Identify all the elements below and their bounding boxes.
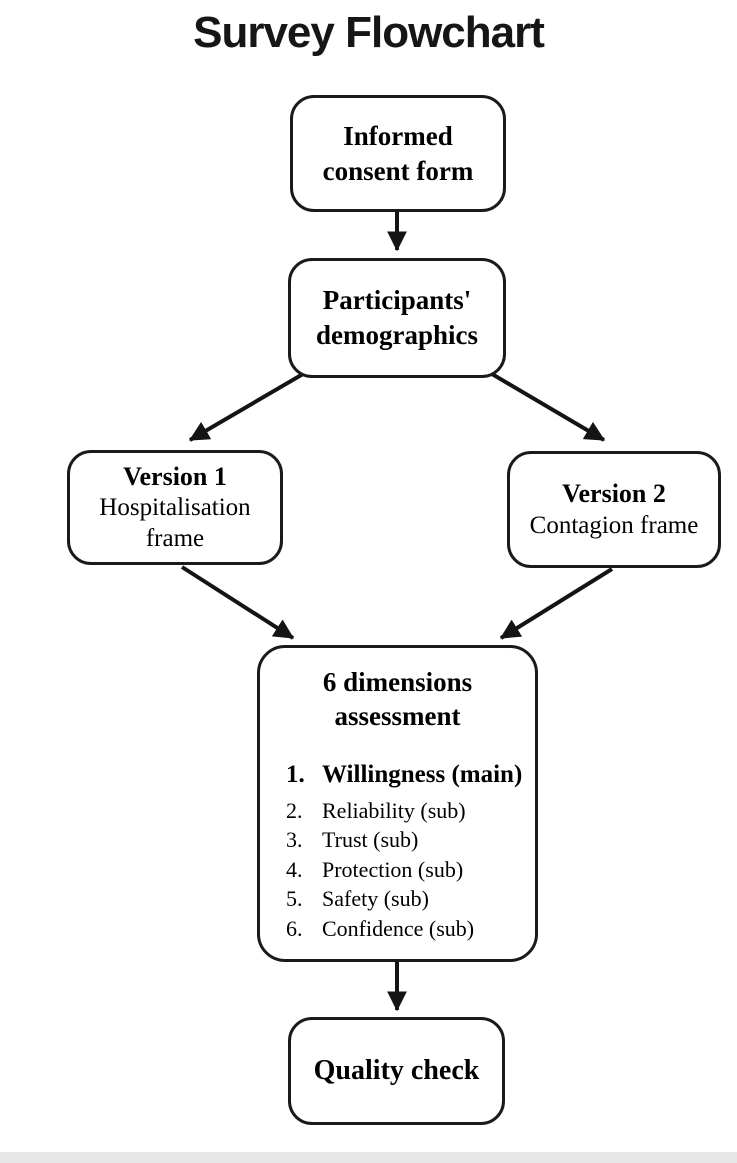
node-quality-check-label: Quality check — [313, 1055, 480, 1086]
list-item-protection: 4. Protection (sub) — [286, 855, 535, 884]
list-item-label: Protection (sub) — [322, 856, 464, 882]
node-version2-contagion: Version 2 Contagion frame — [507, 451, 721, 568]
arrow-version1-to-assessment — [180, 565, 295, 640]
node-participants-demographics: Participants' demographics — [288, 258, 506, 378]
node-participants-demographics-label: Participants' demographics — [316, 285, 478, 350]
list-item-number: 6. — [286, 915, 303, 941]
list-item-number: 1. — [286, 760, 305, 788]
list-item-safety: 5. Safety (sub) — [286, 884, 535, 913]
list-item-trust: 3. Trust (sub) — [286, 825, 535, 854]
arrow-demographics-to-version2 — [490, 372, 606, 442]
node-quality-check: Quality check — [288, 1017, 505, 1125]
arrow-demographics-to-version1 — [188, 372, 305, 442]
node-informed-consent: Informed consent form — [290, 95, 506, 212]
diagram-title: Survey Flowchart — [193, 8, 545, 57]
node-version2-subtitle: Contagion frame — [529, 511, 699, 539]
list-item-reliability: 2. Reliability (sub) — [286, 796, 535, 825]
assessment-dimension-list: 1. Willingness (main) 2. Reliability (su… — [260, 758, 535, 944]
list-item-label: Confidence (sub) — [322, 915, 475, 941]
list-item-number: 5. — [286, 886, 303, 912]
list-item-label: Safety (sub) — [322, 886, 429, 912]
node-six-dimensions-assessment: 6 dimensions assessment 1. Willingness (… — [257, 645, 538, 962]
list-item-label: Willingness (main) — [322, 760, 523, 788]
list-item-number: 3. — [286, 827, 303, 853]
list-item-label: Trust (sub) — [322, 827, 419, 853]
list-item-number: 2. — [286, 798, 303, 823]
list-item-confidence: 6. Confidence (sub) — [286, 914, 535, 943]
node-version2-title: Version 2 — [562, 479, 666, 508]
list-item-label: Reliability (sub) — [322, 798, 466, 823]
node-version1-title: Version 1 — [123, 461, 227, 491]
node-informed-consent-label: Informed consent form — [322, 120, 474, 186]
node-version1-subtitle: Hospitalisation frame — [99, 494, 251, 552]
arrow-version2-to-assessment — [499, 567, 614, 640]
node-version1-hospitalisation: Version 1 Hospitalisation frame — [67, 450, 283, 565]
page-edge — [0, 1152, 737, 1163]
node-assessment-title: 6 dimensions assessment — [322, 667, 473, 731]
list-item-number: 4. — [286, 856, 303, 882]
list-item-willingness: 1. Willingness (main) — [286, 758, 535, 792]
